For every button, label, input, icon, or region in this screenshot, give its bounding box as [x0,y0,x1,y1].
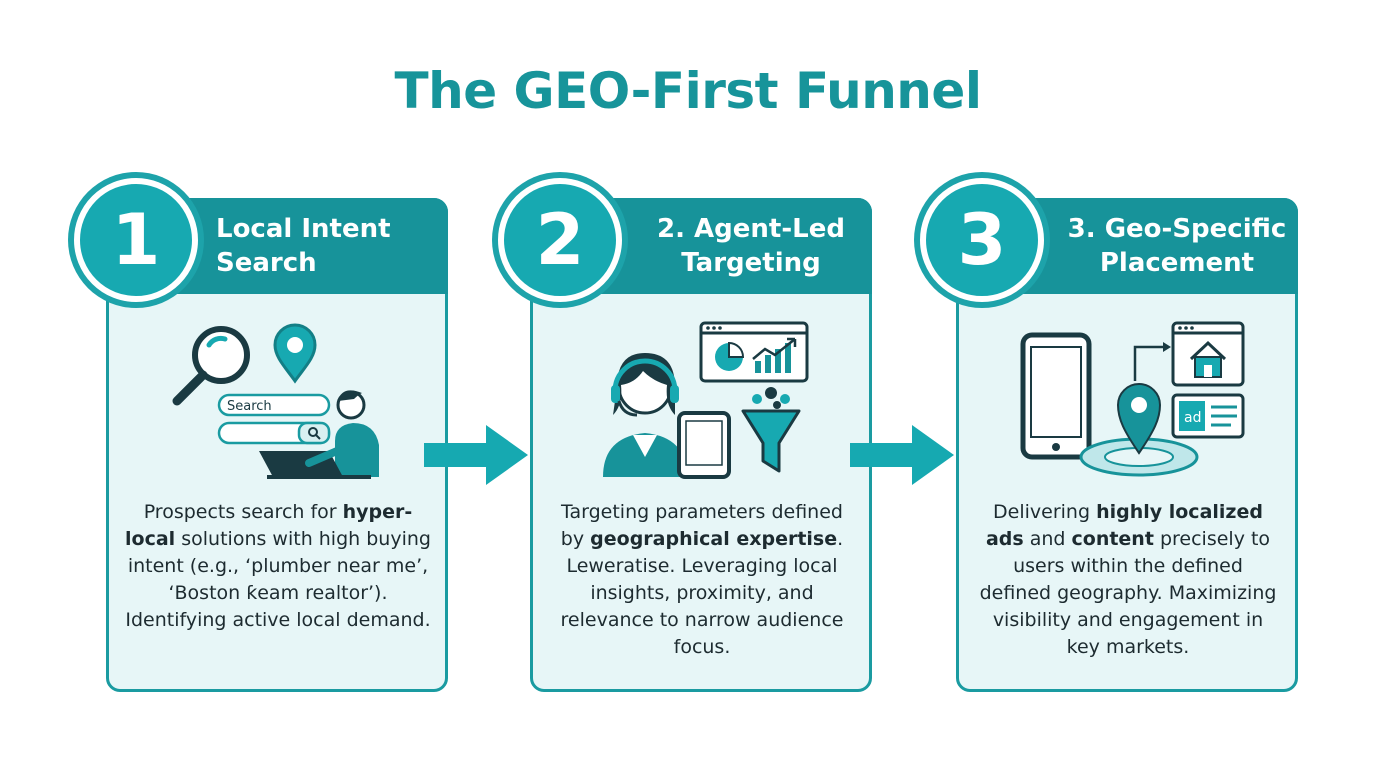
step-3-description: Delivering highly localized ads and cont… [979,501,1277,658]
step-3-illustration: ad [1020,321,1245,477]
step-2-number-badge: 2 [498,178,622,302]
step-1-title: Local Intent Search [216,214,391,278]
map-pin-target-icon [1079,342,1199,477]
person-laptop-icon [259,390,379,479]
step-1-illustration: Search [172,323,379,479]
step-3-title: 3. Geo-Specific Placement [1067,214,1287,278]
funnel-icon [741,387,801,473]
page-title: The GEO-First Funnel [394,62,982,120]
step-1-number-badge: 1 [74,178,198,302]
step-2-title: 2. Agent-Led Targeting [657,214,845,278]
step-2-illustration [603,321,809,479]
agent-headset-icon [603,353,687,477]
location-pin-icon [273,323,317,384]
arrow-right-icon [850,425,954,485]
step-2-description: Targeting parameters defined by geograph… [560,501,844,658]
step-1-description: Prospects search for hyper-local solutio… [125,501,431,631]
dashboard-chart-icon [699,321,809,383]
step-3-number-badge: 3 [920,178,1044,302]
ad-label: ad [1184,410,1201,426]
magnifier-icon [172,326,250,406]
house-listing-icon [1171,321,1245,387]
ad-card-icon: ad [1171,393,1245,439]
step-card-2: 2. Agent-Led Targeting [530,198,872,692]
smartphone-icon [1020,332,1092,460]
arrow-right-icon [424,425,528,485]
tablet-icon [677,411,731,479]
search-bar-icon: Search [217,393,331,445]
search-bar-label: Search [227,399,272,414]
